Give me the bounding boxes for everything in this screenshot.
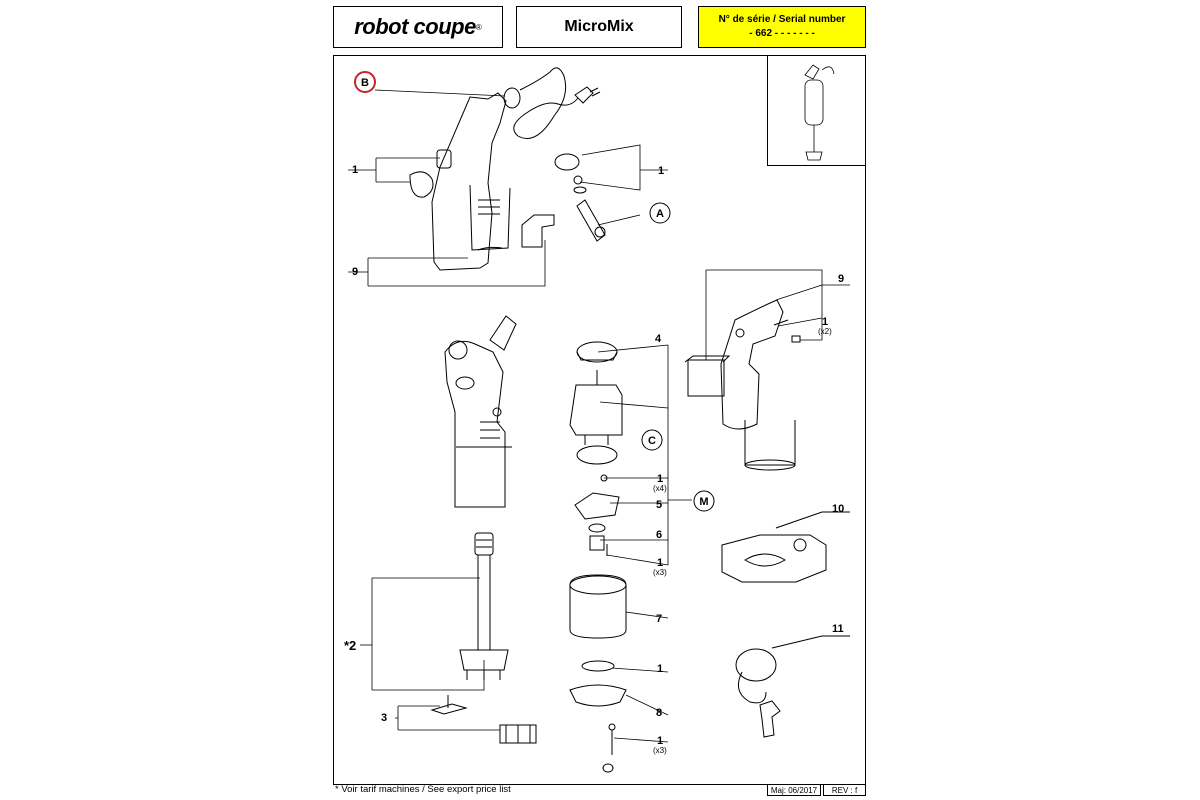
bracket-part	[521, 214, 555, 248]
label-1-ring: 1	[657, 663, 663, 675]
page-title: MicroMix	[516, 6, 682, 48]
label-B: B	[361, 77, 369, 89]
label-5: 5	[656, 499, 662, 511]
logo-text: robot coupe	[354, 14, 476, 39]
label-3: 3	[381, 712, 387, 724]
thumbnail-blender	[804, 64, 835, 161]
label-1-bottom: 1	[657, 735, 663, 747]
callout-circle-A	[649, 202, 671, 224]
footer-revision: REV : f	[823, 784, 866, 796]
callout-circle-B	[354, 71, 376, 93]
label-9-right: 9	[838, 273, 844, 285]
label-1-right: 1	[822, 316, 828, 328]
label-x2: (x2)	[818, 327, 832, 336]
label-8: 8	[656, 707, 662, 719]
label-1-speed: 1	[658, 165, 664, 177]
serial-number-box: N° de série / Serial number - 662 - - - …	[698, 6, 866, 48]
footer-note: * Voir tarif machines / See export price…	[335, 784, 511, 795]
speed-control-parts	[554, 153, 606, 242]
label-4: 4	[655, 333, 662, 345]
switch-parts	[409, 149, 452, 198]
callout-lines-left	[360, 577, 500, 731]
callout-lines-center	[597, 344, 692, 743]
label-x3-upper: (x3)	[653, 568, 667, 577]
registered-mark: ®	[475, 22, 482, 32]
robot-coupe-logo: robot coupe®	[333, 6, 503, 48]
serial-value: - 662 - - - - - - -	[749, 28, 815, 39]
blade-parts	[430, 695, 537, 744]
handle-assembly-right	[684, 299, 801, 471]
blender-shaft	[459, 532, 509, 680]
label-M: M	[699, 496, 708, 508]
label-A: A	[656, 208, 664, 220]
serial-label: N° de série / Serial number	[718, 14, 846, 25]
label-7: 7	[656, 613, 662, 625]
thumbnail-box	[767, 55, 866, 166]
label-1-screw: 1	[657, 473, 663, 485]
label-10: 10	[832, 503, 844, 515]
label-11: 11	[832, 623, 844, 635]
callout-circle-C	[641, 429, 663, 451]
label-2: *2	[344, 638, 356, 653]
label-9-top: 9	[352, 266, 358, 278]
footer-date: Maj: 06/2017	[767, 784, 821, 796]
assembled-blender	[444, 315, 517, 508]
label-6: 6	[656, 529, 662, 541]
motor-column	[569, 341, 627, 773]
label-1-lower: 1	[657, 557, 663, 569]
wall-holder-part	[721, 511, 850, 583]
diagram-frame	[333, 55, 866, 785]
handle-assembly-top	[431, 92, 511, 271]
label-x4: (x4)	[653, 484, 667, 493]
callout-lines	[348, 89, 668, 287]
callout-lines-right	[705, 269, 850, 360]
power-cord	[503, 67, 601, 139]
label-1-switch: 1	[352, 164, 358, 176]
accessory-part-11	[735, 635, 850, 738]
label-C: C	[648, 435, 656, 447]
label-x3-lower: (x3)	[653, 746, 667, 755]
callout-circle-M	[693, 490, 715, 512]
